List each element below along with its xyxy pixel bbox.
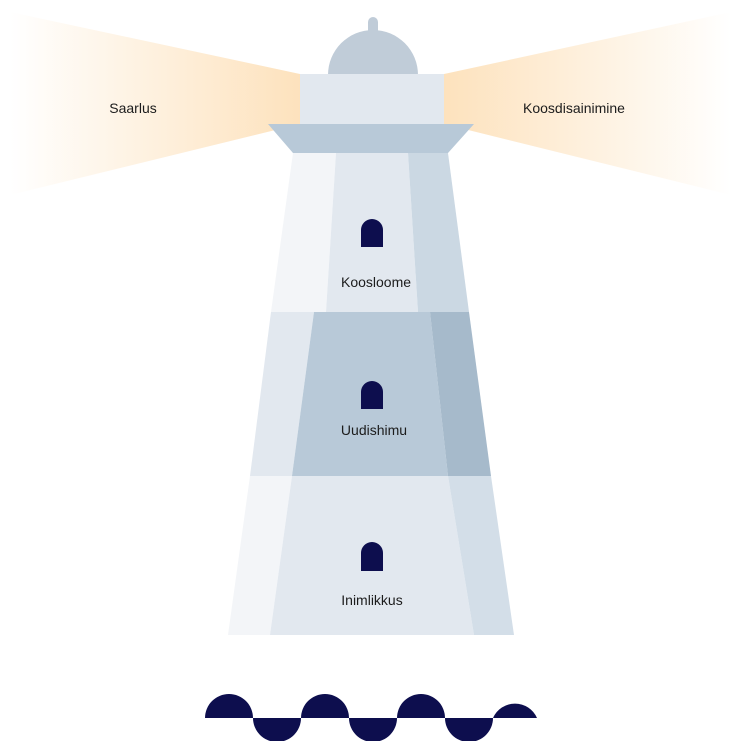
wave-crest-3 <box>397 694 445 718</box>
wave-crest-1 <box>205 694 253 718</box>
gallery-ledge <box>268 124 474 153</box>
light-beam-right <box>444 12 731 195</box>
wave-trough-3 <box>445 718 493 742</box>
beam-label-right: Koosdisainimine <box>523 100 625 116</box>
tower-level-label-bottom: Inimlikkus <box>341 592 403 608</box>
wave-trough-1 <box>253 718 301 742</box>
wave-crest-4 <box>493 703 537 718</box>
light-beam-left <box>10 12 300 195</box>
dome <box>328 30 418 75</box>
window-icon-top <box>361 219 383 247</box>
tower-level-label-middle: Uudishimu <box>340 422 408 438</box>
beam-label-left: Saarlus <box>109 100 157 116</box>
wave-crest-2 <box>301 694 349 718</box>
lantern-room <box>300 74 444 125</box>
window-icon-bottom <box>361 542 383 571</box>
wave-trough-2 <box>349 718 397 742</box>
tower-section-top <box>271 153 469 312</box>
waves <box>205 694 537 742</box>
window-icon-middle <box>361 381 383 409</box>
tower-level-label-top: Koosloome <box>340 274 412 290</box>
